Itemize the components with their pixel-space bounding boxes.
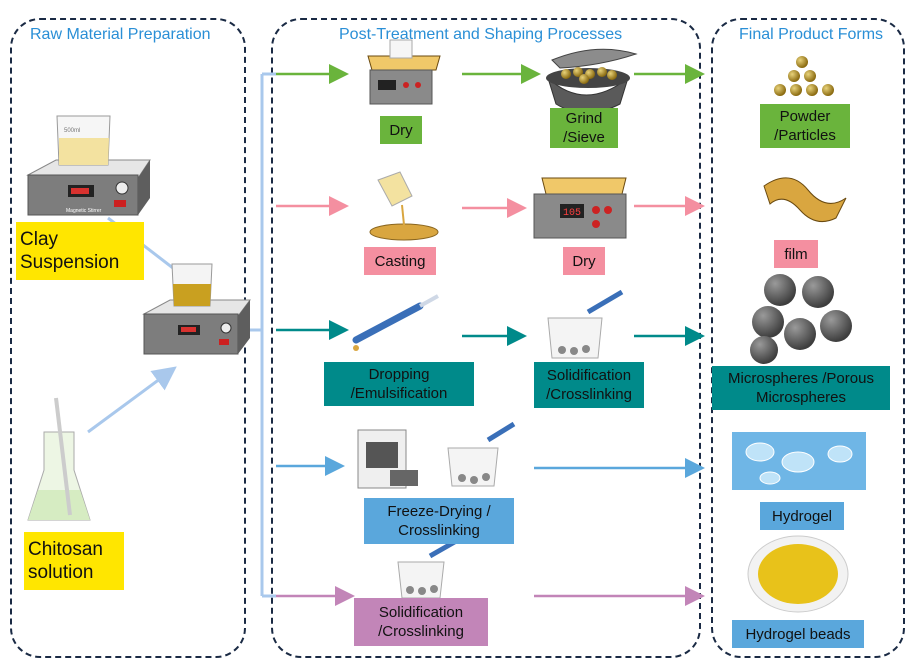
film-icon [763, 177, 847, 223]
mortar-pestle-icon [546, 48, 638, 114]
crosslinking-beaker-icon-3 [397, 537, 460, 599]
microsphere-icon [750, 274, 852, 364]
feed-arrow-chitosan [87, 366, 177, 434]
drying-oven-icon: 105 [533, 177, 627, 239]
raw-panel-title: Raw Material Preparation [26, 26, 215, 44]
powder-particles-label: Powder /Particles [760, 104, 850, 148]
chitosan-solution-label: Chitosan solution [24, 532, 124, 590]
casting-label: Casting [364, 247, 436, 275]
film-label: film [774, 240, 818, 268]
solidification-crosslinking-label-2: Solidification /Crosslinking [354, 598, 488, 646]
svg-text:105: 105 [563, 208, 581, 219]
erlenmeyer-flask-icon [27, 397, 91, 521]
svg-text:500ml: 500ml [64, 128, 80, 134]
grind-sieve-label: Grind /Sieve [550, 108, 618, 148]
magnetic-stirrer-icon: Magnetic Stirrer [26, 159, 151, 216]
svg-text:Magnetic Stirrer: Magnetic Stirrer [66, 208, 102, 214]
pipette-icon [352, 294, 439, 351]
dry-label-1: Dry [380, 116, 422, 144]
hot-plate-icon [367, 39, 441, 105]
hydrogel-beads-icon [747, 535, 849, 613]
crosslinking-beaker-icon-2 [447, 421, 516, 487]
freeze-drying-crosslinking-label: Freeze-Drying / Crosslinking [364, 498, 514, 544]
hydrogel-label: Hydrogel [760, 502, 844, 530]
dry-label-2: Dry [563, 247, 605, 275]
hydrogel-icon [732, 432, 866, 490]
final-product-panel [711, 18, 905, 658]
final-panel-title: Final Product Forms [735, 26, 888, 44]
freeze-dryer-icon [357, 429, 418, 489]
dropping-emulsification-label: Dropping /Emulsification [324, 362, 474, 406]
microspheres-label: Microspheres /Porous Microspheres [712, 366, 890, 410]
clay-suspension-label: Clay Suspension [16, 222, 144, 280]
crosslinking-beaker-icon [547, 289, 624, 359]
central-magnetic-stirrer-icon [142, 263, 251, 355]
hydrogel-beads-label: Hydrogel beads [732, 620, 864, 648]
petri-dish-icon [369, 171, 439, 241]
solidification-crosslinking-label-1: Solidification /Crosslinking [534, 362, 644, 408]
distribution-bracket [248, 72, 276, 598]
beaker-icon: 500ml [56, 115, 111, 166]
powder-icon [774, 56, 834, 96]
